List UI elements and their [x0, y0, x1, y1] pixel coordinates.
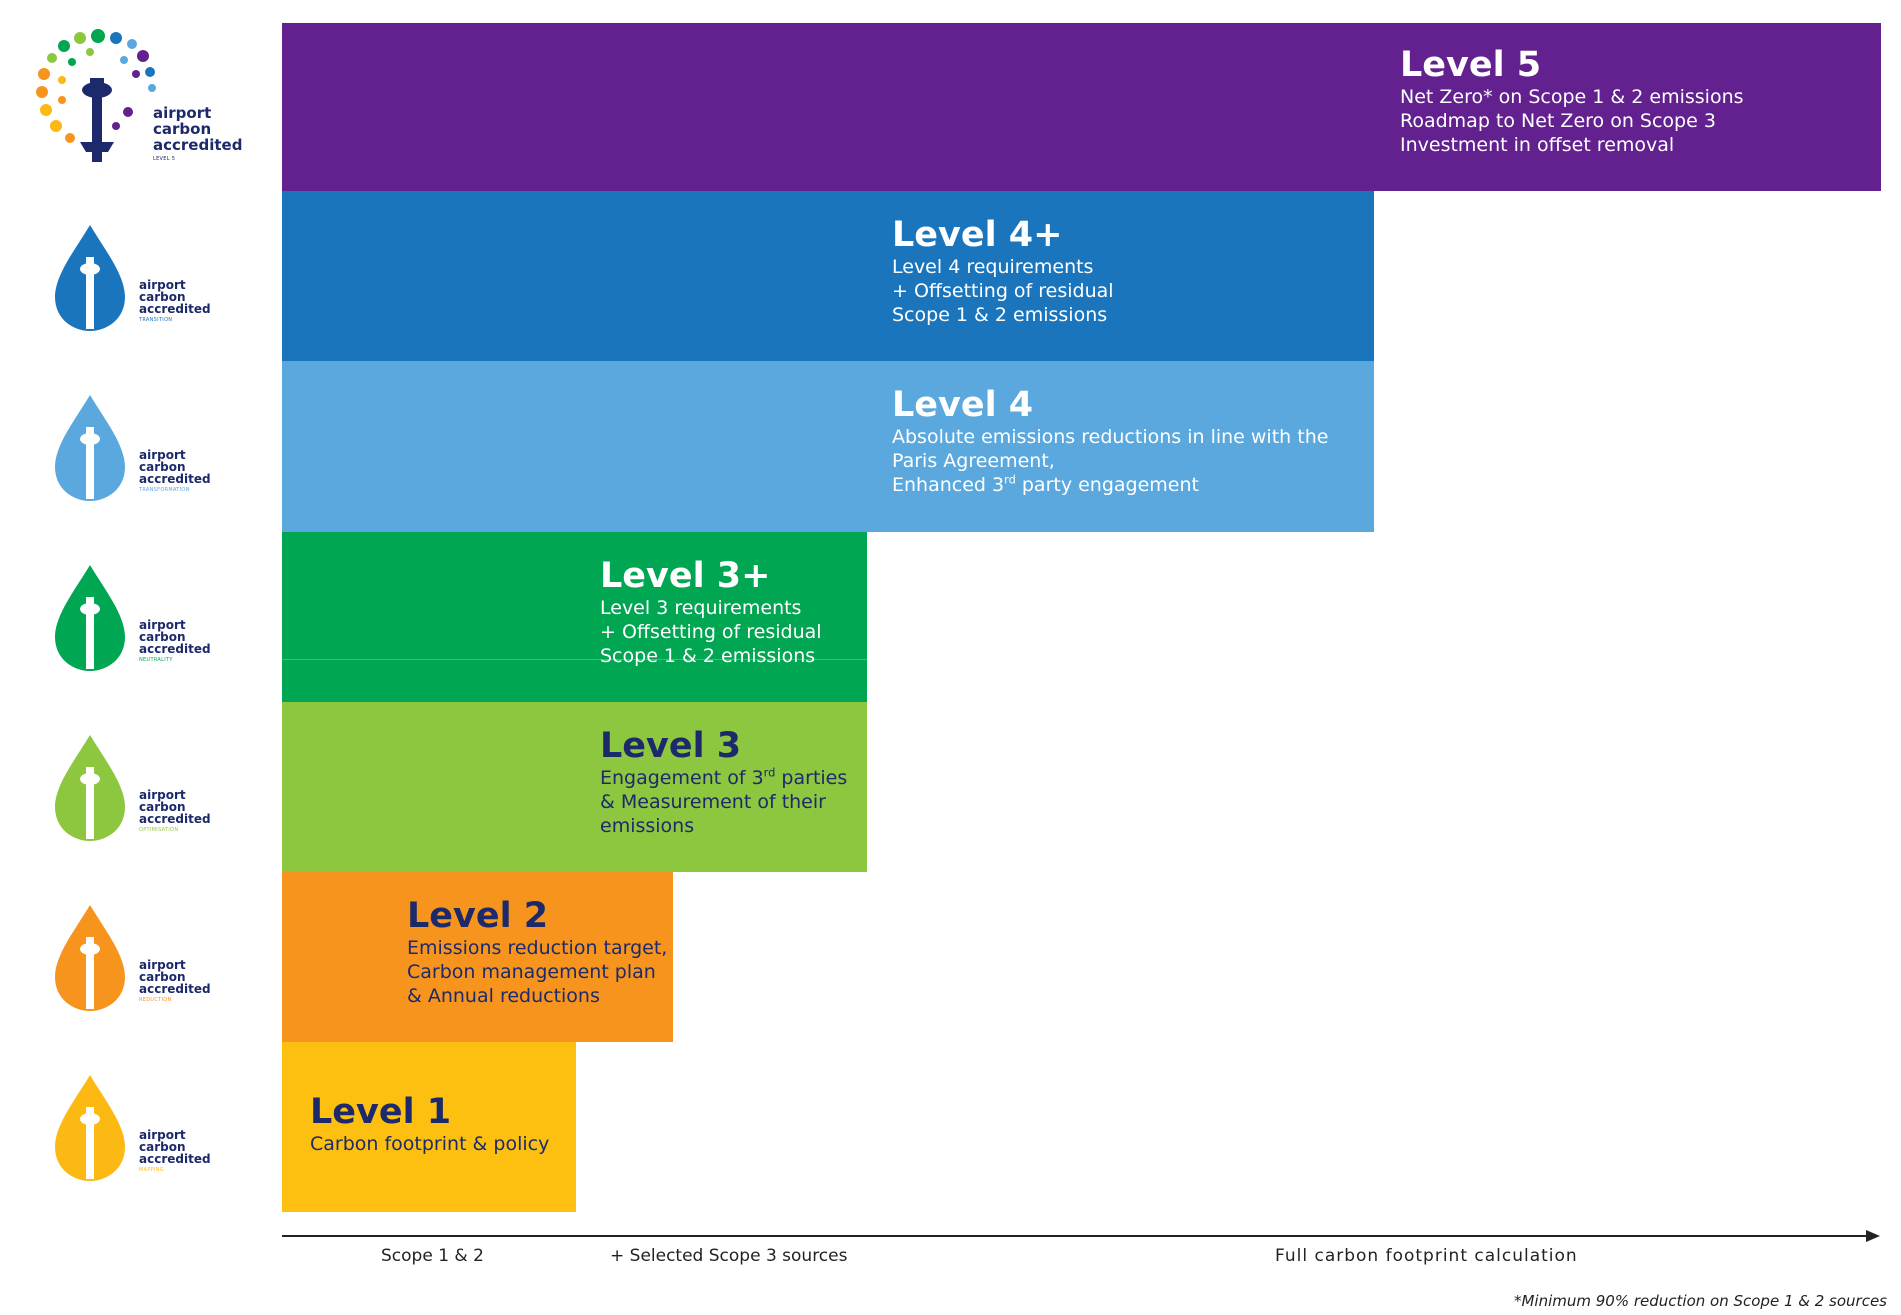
- logo-level-4-word-2: carbon: [139, 460, 186, 474]
- logo-level-3plus-word-1: airport: [139, 618, 186, 632]
- logo-level-3plus-sub: NEUTRALITY: [139, 657, 173, 663]
- logo-level-4plus-word-3: accredited: [139, 302, 211, 316]
- level-3plus-line-2: + Offsetting of residual: [600, 621, 822, 643]
- drop-logo-icon: [55, 565, 125, 671]
- logo-level-3-word-2: carbon: [139, 800, 186, 814]
- logo-level-5-sub: LEVEL 5: [153, 156, 176, 162]
- level-3-line-2: & Measurement of their: [600, 791, 826, 813]
- level-1-line-1: Carbon footprint & policy: [310, 1133, 550, 1155]
- logo-level-3-word-3: accredited: [139, 812, 211, 826]
- logo-level-3-sub: OPTIMISATION: [139, 827, 179, 833]
- logo-level-4plus-sub: TRANSITION: [139, 317, 173, 323]
- level-3-line-3: emissions: [600, 815, 695, 837]
- logo-level-4-word-3: accredited: [139, 472, 211, 486]
- logo-level-4plus: airport carbon accredited TRANSITION: [55, 225, 255, 345]
- level-3plus-line-1: Level 3 requirements: [600, 597, 802, 619]
- level-4-title: Level 4: [892, 385, 1034, 425]
- level-4plus-line-3: Scope 1 & 2 emissions: [892, 304, 1108, 326]
- level-5-title: Level 5: [1400, 45, 1542, 85]
- logo-level-3: airport carbon accredited OPTIMISATION: [55, 735, 255, 855]
- logo-level-4-word-1: airport: [139, 448, 186, 462]
- logo-level-1-word-2: carbon: [139, 1140, 186, 1154]
- level-4plus-line-2: + Offsetting of residual: [892, 280, 1114, 302]
- level-3plus-bar: Level 3+ Level 3 requirements + Offsetti…: [282, 532, 867, 702]
- level-5-line-1: Net Zero* on Scope 1 & 2 emissions: [1400, 86, 1744, 108]
- level-2-line-3: & Annual reductions: [407, 985, 600, 1007]
- logo-level-5: airport carbon accredited LEVEL 5: [28, 22, 258, 172]
- logo-level-5-word-2: carbon: [153, 120, 212, 138]
- level-4plus-bar: Level 4+ Level 4 requirements + Offsetti…: [282, 191, 1374, 361]
- drop-logo-icon: [55, 225, 125, 331]
- logo-level-3plus-word-3: accredited: [139, 642, 211, 656]
- logo-level-3-word-1: airport: [139, 788, 186, 802]
- logo-level-1: airport carbon accredited MAPPING: [55, 1075, 255, 1195]
- logo-level-2-word-2: carbon: [139, 970, 186, 984]
- level-4plus-line-1: Level 4 requirements: [892, 256, 1094, 278]
- logo-level-4-sub: TRANSFORMATION: [139, 487, 190, 493]
- logo-level-3plus-word-2: carbon: [139, 630, 186, 644]
- logo-level-1-word-1: airport: [139, 1128, 186, 1142]
- logo-level-1-sub: MAPPING: [139, 1167, 164, 1173]
- drop-logo-icon: [55, 1075, 125, 1181]
- logo-level-4: airport carbon accredited TRANSFORMATION: [55, 395, 255, 515]
- level-4-line-3: Enhanced 3rd party engagement: [892, 472, 1199, 496]
- level-1-title: Level 1: [310, 1092, 452, 1132]
- level-5-bar: Level 5 Net Zero* on Scope 1 & 2 emissio…: [282, 23, 1881, 191]
- level-2-line-2: Carbon management plan: [407, 961, 656, 983]
- axis-label-selected-scope-3: + Selected Scope 3 sources: [610, 1246, 848, 1266]
- logo-level-2: airport carbon accredited REDUCTION: [55, 905, 255, 1025]
- footnote: *Minimum 90% reduction on Scope 1 & 2 so…: [1513, 1292, 1887, 1310]
- logo-level-2-sub: REDUCTION: [139, 997, 172, 1003]
- axis-label-scope-1-2: Scope 1 & 2: [381, 1246, 484, 1266]
- level-3plus-title: Level 3+: [600, 556, 771, 596]
- level-4-line-1: Absolute emissions reductions in line wi…: [892, 426, 1329, 448]
- level-3-title: Level 3: [600, 726, 742, 766]
- level-4plus-title: Level 4+: [892, 215, 1063, 255]
- logo-level-2-word-3: accredited: [139, 982, 211, 996]
- level-4-bar: Level 4 Absolute emissions reductions in…: [282, 361, 1374, 532]
- level-2-bar: Level 2 Emissions reduction target, Carb…: [282, 872, 673, 1042]
- logo-level-3plus: airport carbon accredited NEUTRALITY: [55, 565, 255, 685]
- level-3-line-1: Engagement of 3rd parties: [600, 765, 848, 789]
- logo-level-5-word-1: airport: [153, 104, 212, 122]
- level-3-bar: Level 3 Engagement of 3rd parties & Meas…: [282, 702, 867, 872]
- logo-level-2-word-1: airport: [139, 958, 186, 972]
- logo-level-4plus-word-1: airport: [139, 278, 186, 292]
- level-2-line-1: Emissions reduction target,: [407, 937, 668, 959]
- scope-axis-arrow: [282, 1230, 1880, 1242]
- level-3plus-line-3: Scope 1 & 2 emissions: [600, 645, 816, 667]
- logo-level-1-word-3: accredited: [139, 1152, 211, 1166]
- drop-logo-icon: [55, 735, 125, 841]
- logo-level-5-word-3: accredited: [153, 136, 243, 154]
- level-4-line-2: Paris Agreement,: [892, 450, 1055, 472]
- level-5-line-3: Investment in offset removal: [1400, 134, 1675, 156]
- drop-logo-icon: [55, 905, 125, 1011]
- level-5-line-2: Roadmap to Net Zero on Scope 3: [1400, 110, 1716, 132]
- drop-logo-icon: [55, 395, 125, 501]
- level-2-title: Level 2: [407, 896, 549, 936]
- logo-level-4plus-word-2: carbon: [139, 290, 186, 304]
- level-1-bar: Level 1 Carbon footprint & policy: [282, 1042, 576, 1212]
- axis-label-full-footprint: Full carbon footprint calculation: [1275, 1246, 1578, 1266]
- wreath-logo-icon: [36, 29, 156, 162]
